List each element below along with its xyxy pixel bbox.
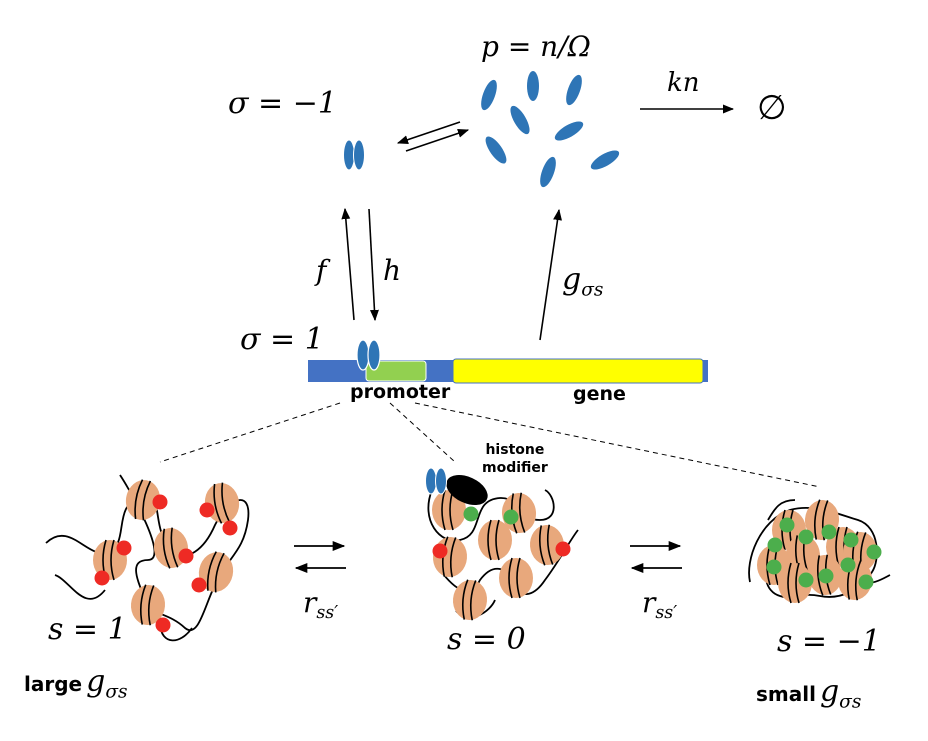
empty-set-label: ∅	[757, 88, 787, 128]
acetylation-mark-green	[779, 517, 795, 533]
methylation-mark-red	[152, 494, 168, 510]
unbinding-rate-label: h	[383, 254, 402, 287]
chromatin-intermediate	[427, 489, 579, 621]
dna-fiber	[54, 574, 106, 600]
nucleosome	[130, 584, 166, 626]
state-sm1-label: s = −1	[777, 624, 881, 659]
nucleosome	[478, 519, 512, 561]
state-s1-label: s = 1	[48, 612, 127, 647]
nucleosome	[125, 479, 161, 521]
acetylation-mark-green	[463, 506, 479, 522]
nucleosome	[452, 579, 488, 621]
state-transition-arrows-left	[294, 540, 346, 574]
methylation-mark-red	[222, 520, 238, 536]
methylation-mark-red	[116, 540, 132, 556]
state-transition-arrows-right	[630, 540, 682, 574]
tf-dimer-bound	[356, 339, 381, 371]
nucleosome	[529, 524, 565, 566]
methylation-mark-red	[94, 570, 110, 586]
transition-rate-label-right: rss′	[642, 586, 678, 624]
acetylation-mark-green	[767, 537, 783, 553]
dna-bar	[308, 358, 708, 384]
acetylation-mark-green	[503, 509, 519, 525]
binding-arrows	[341, 207, 379, 322]
chromatin-compact	[748, 499, 891, 604]
nucleosome	[198, 551, 234, 593]
small-g-label: small gσs	[756, 674, 862, 713]
nucleosome	[499, 557, 533, 599]
state-s0-label: s = 0	[447, 622, 526, 657]
acetylation-mark-green	[840, 557, 856, 573]
nucleosome	[432, 489, 466, 531]
acetylation-mark-green	[798, 572, 814, 588]
transition-rate-label-left: rss′	[303, 586, 339, 624]
methylation-mark-red	[555, 541, 571, 557]
chromatin-open	[45, 474, 250, 642]
protein-concentration-label: p = n/Ω	[481, 30, 591, 63]
dna-fiber	[45, 474, 250, 631]
methylation-mark-red	[191, 577, 207, 593]
degradation-rate-label: kn	[667, 68, 700, 98]
methylation-mark-red	[199, 502, 215, 518]
acetylation-mark-green	[858, 574, 874, 590]
histone-modifier-label: histone modifier	[482, 442, 548, 476]
acetylation-mark-green	[766, 559, 782, 575]
promoter-region	[365, 360, 427, 382]
gene-label: gene	[573, 383, 626, 405]
dimer-monomer-equilibrium-arrows	[396, 121, 470, 152]
methylation-mark-red	[178, 548, 194, 564]
dna-fiber	[427, 489, 555, 542]
zoom-dashed-lines	[159, 402, 821, 488]
free-protein-cloud	[481, 71, 620, 188]
promoter-label: promoter	[350, 381, 451, 403]
nucleosome	[153, 527, 189, 569]
production-arrow	[539, 208, 562, 341]
acetylation-mark-green	[843, 532, 859, 548]
acetylation-mark-green	[798, 529, 814, 545]
acetylation-mark-green	[818, 568, 834, 584]
tf-dimer-unbound	[343, 139, 365, 171]
gene-region	[452, 358, 704, 384]
histone-modifier	[425, 467, 488, 506]
acetylation-mark-green	[821, 524, 837, 540]
dna-fiber	[767, 499, 796, 521]
acetylation-mark-green	[866, 544, 882, 560]
methylation-mark-red	[155, 617, 171, 633]
large-g-label: large gσs	[24, 664, 128, 703]
production-rate-label: gσs	[562, 262, 604, 301]
sigma-unbound-label: σ = −1	[228, 86, 337, 121]
methylation-mark-red	[432, 543, 448, 559]
binding-rate-label: f	[316, 254, 327, 287]
sigma-bound-label: σ = 1	[240, 322, 324, 357]
